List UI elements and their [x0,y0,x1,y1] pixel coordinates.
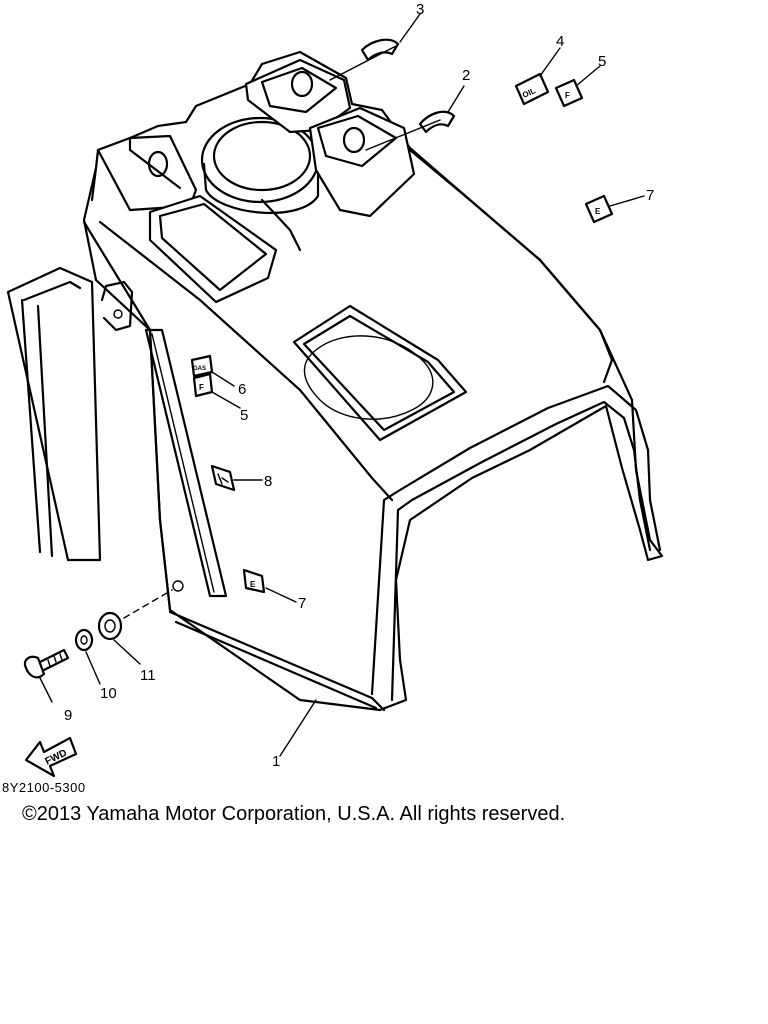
callout-3: 3 [416,1,424,18]
f-side-label: F [199,383,204,392]
callout-5-top: 5 [598,53,606,70]
callout-10: 10 [100,685,117,702]
emblem-e-top: E [584,194,614,224]
e-top-label: E [595,207,601,216]
callout-7-top: 7 [646,187,654,204]
emblem-f-side: F [192,372,214,398]
leader-lines [39,13,645,757]
callout-7-side: 7 [298,595,306,612]
parts-diagram: OIL F E GAS F E FWD [6,1,664,778]
emblem-e-side: E [242,568,266,594]
part-code: 8Y2100-5300 [2,780,86,795]
callouts: 3 2 4 5 7 6 5 8 7 1 9 10 11 [64,1,654,770]
bolt-9 [23,648,70,679]
grommet-3 [360,38,400,62]
callout-2: 2 [462,67,470,84]
emblem-8 [210,464,236,492]
emblem-oil: OIL [514,72,550,106]
callout-6: 6 [238,381,246,398]
callout-5-side: 5 [240,407,248,424]
fwd-arrow-icon: FWD [24,736,78,778]
assembly-axis-line [123,589,173,619]
f-top-label: F [565,91,570,100]
callout-4: 4 [556,33,564,50]
callout-1: 1 [272,753,280,770]
e-side-label: E [250,580,256,589]
callout-11: 11 [140,667,156,684]
front-cover-body [82,50,664,712]
emblem-f-top: F [554,78,584,108]
callout-8: 8 [264,473,272,490]
collar-11 [97,611,123,641]
side-flap [6,266,102,562]
washer-10 [74,628,94,652]
callout-9: 9 [64,707,72,724]
copyright-notice: ©2013 Yamaha Motor Corporation, U.S.A. A… [22,803,566,825]
emblem-gas: GAS [190,354,214,378]
gas-label: GAS [193,366,206,372]
